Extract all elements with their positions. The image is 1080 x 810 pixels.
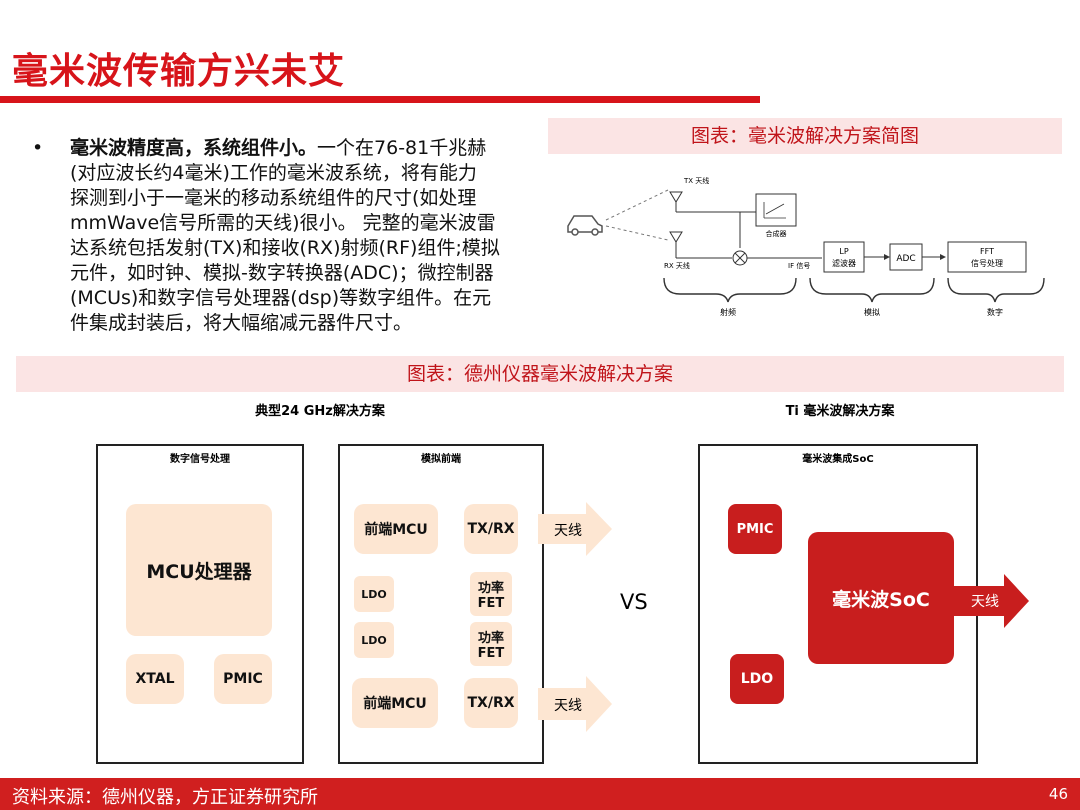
caption-rf-diagram: 图表：毫米波解决方案简图 xyxy=(548,118,1062,154)
fft-label: FFT xyxy=(980,247,994,256)
page-number: 46 xyxy=(1048,785,1068,803)
bullet-line: (MCUs)和数字信号处理器(dsp)等数字组件。在元 xyxy=(70,287,492,309)
left-solution-title: 典型24 GHz解决方案 xyxy=(255,404,385,419)
pmic-block: PMIC xyxy=(214,654,272,704)
caption-ti-solution: 图表：德州仪器毫米波解决方案 xyxy=(16,356,1064,392)
antenna-label-top: 天线 xyxy=(554,523,582,539)
synthesizer-block xyxy=(755,193,797,227)
xtal-block: XTAL xyxy=(126,654,184,704)
digital-group-label: 数字 xyxy=(987,307,1003,317)
frontend-mcu-bottom-block: 前端MCU xyxy=(352,678,438,728)
fft-processing-label: 信号处理 xyxy=(971,258,1003,268)
bullet-line: 探测到小于一毫米的移动系统组件的尺寸(如处理 xyxy=(70,187,477,209)
bullet-line: 件集成封装后，将大幅缩减元器件尺寸。 xyxy=(70,312,413,334)
analog-box-heading: 模拟前端 xyxy=(421,454,461,465)
rx-antenna-icon xyxy=(669,231,683,258)
rf-group-label: 射频 xyxy=(720,307,736,317)
txrx-top-block: TX/RX xyxy=(464,504,518,554)
antenna-arrow-bottom xyxy=(538,676,612,732)
ldo-block-1: LDO xyxy=(354,576,394,612)
ti-antenna-arrow xyxy=(954,574,1029,628)
lp-label: LP xyxy=(839,247,848,256)
bullet-line: (对应波长约4毫米)工作的毫米波系统，将有能力 xyxy=(70,162,477,184)
antenna-arrow-top xyxy=(538,502,612,556)
tx-antenna-icon xyxy=(669,191,683,212)
rx-antenna-label: RX 天线 xyxy=(664,261,690,270)
mixer-icon xyxy=(732,250,748,266)
mcu-processor-block: MCU处理器 xyxy=(126,504,272,636)
digital-box-heading: 数字信号处理 xyxy=(170,454,230,465)
bullet-dot: • xyxy=(32,137,44,159)
txrx-bottom-block: TX/RX xyxy=(464,678,518,728)
ldo-block-2: LDO xyxy=(354,622,394,658)
bullet-line: mmWave信号所需的天线)很小。 完整的毫米波雷 xyxy=(70,212,496,234)
title-underline xyxy=(0,96,760,103)
ti-ldo-block: LDO xyxy=(730,654,784,704)
if-signal-label: IF 信号 xyxy=(788,261,810,270)
ti-antenna-label: 天线 xyxy=(971,594,999,610)
ti-box-heading: 毫米波集成SoC xyxy=(802,454,874,465)
bullet-line: 达系统包括发射(TX)和接收(RX)射频(RF)组件;模拟 xyxy=(70,237,500,259)
page-title: 毫米波传输方兴未艾 xyxy=(12,51,346,92)
footer-bar: 资料来源：德州仪器，方正证券研究所 46 xyxy=(0,778,1080,810)
synthesizer-label: 合成器 xyxy=(766,229,787,238)
tx-antenna-label: TX 天线 xyxy=(683,176,709,185)
filter-label: 滤波器 xyxy=(832,258,856,268)
bullet-line: 元件，如时钟、模拟-数字转换器(ADC)；微控制器 xyxy=(70,262,494,284)
mmwave-soc-block: 毫米波SoC xyxy=(808,532,954,664)
car-icon xyxy=(567,215,603,236)
group-braces xyxy=(663,277,1045,303)
ti-pmic-block: PMIC xyxy=(728,504,782,554)
adc-label: ADC xyxy=(896,254,915,264)
rf-block-diagram: TX 天线 合成器 RX 天线 IF 信号 LP 滤波器 ADC FFT 信号处… xyxy=(567,176,1045,317)
antenna-label-bottom: 天线 xyxy=(554,698,582,714)
source-note: 资料来源：德州仪器，方正证券研究所 xyxy=(12,787,318,808)
right-solution-title: Ti 毫米波解决方案 xyxy=(785,404,895,419)
adc-block xyxy=(889,243,923,271)
frontend-mcu-top-block: 前端MCU xyxy=(354,504,438,554)
bullet-lead: 毫米波精度高，系统组件小。 xyxy=(70,137,318,159)
bullet-line: 一个在76-81千兆赫 xyxy=(317,137,487,159)
vs-label: VS xyxy=(620,590,648,614)
analog-group-label: 模拟 xyxy=(864,307,880,317)
fft-block xyxy=(947,241,1027,273)
